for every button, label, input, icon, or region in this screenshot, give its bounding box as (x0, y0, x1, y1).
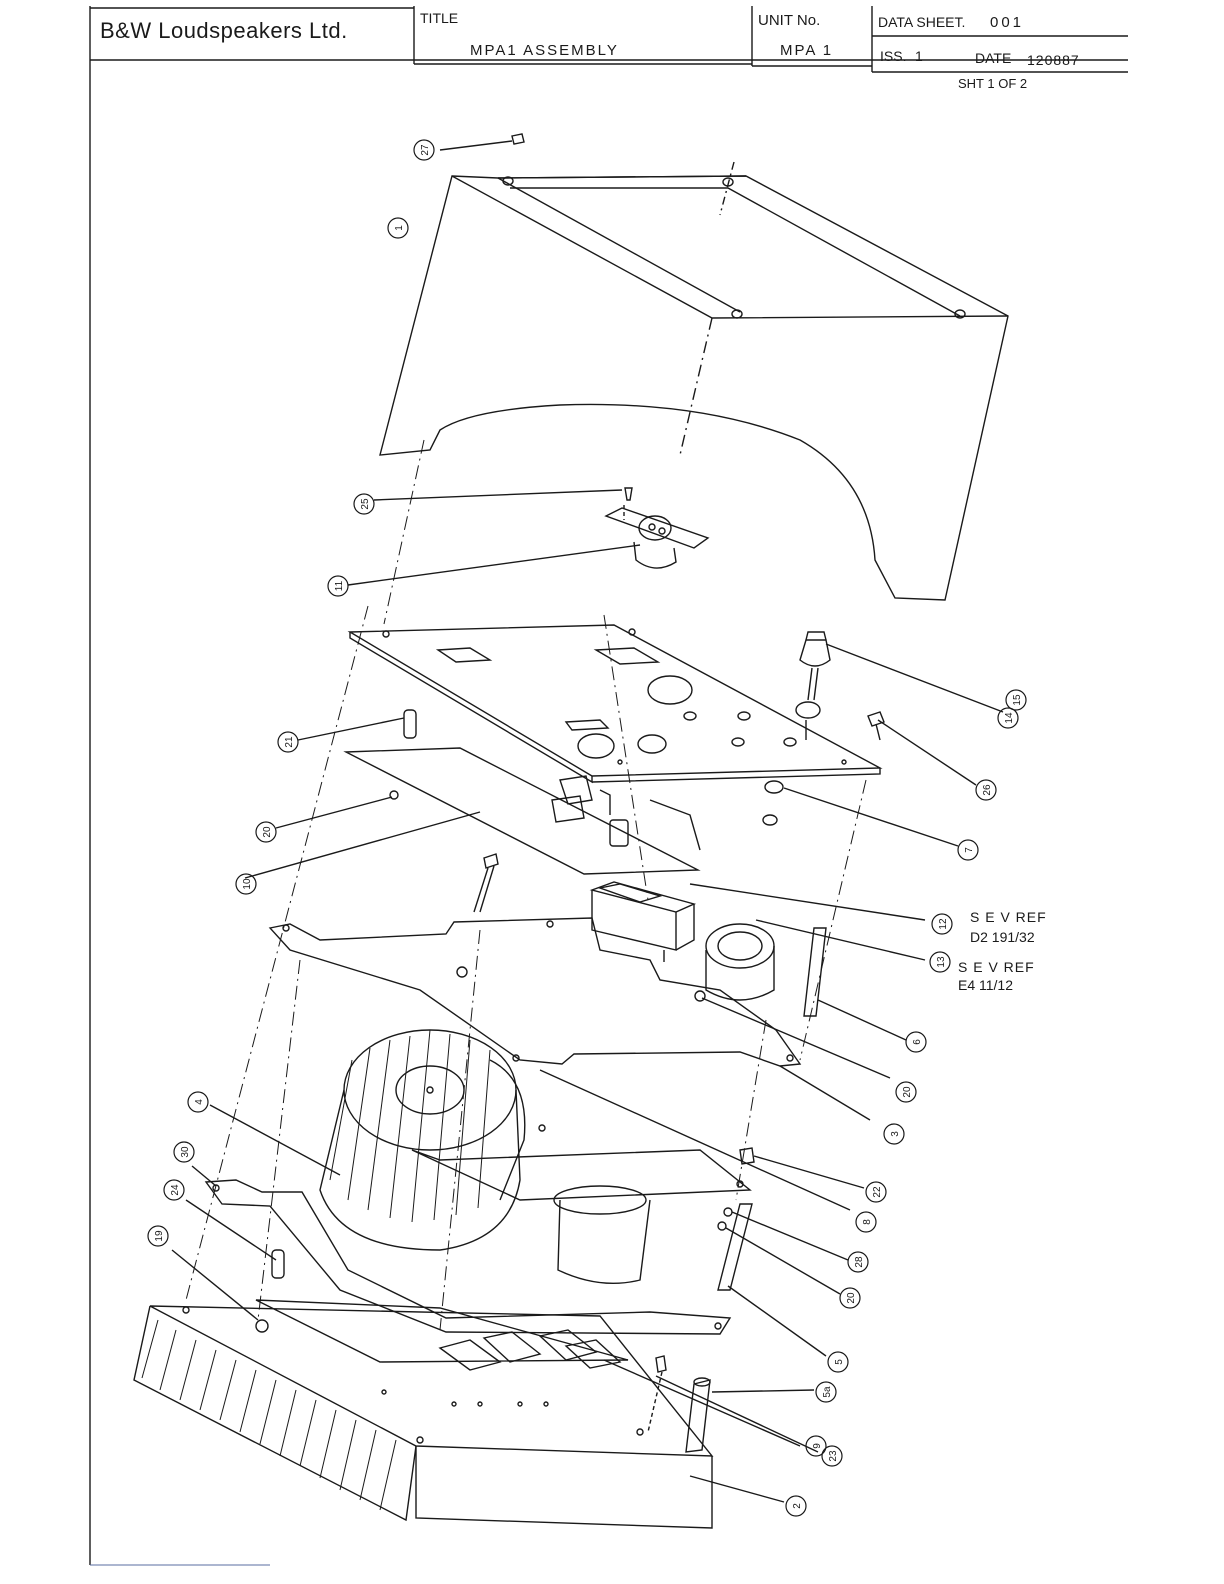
callout-12: 12 (938, 918, 949, 930)
connector-11 (348, 488, 708, 585)
callout-4: 4 (194, 1099, 205, 1105)
assembly-axes (186, 440, 866, 1330)
switch-13 (706, 920, 925, 1000)
callout-2: 2 (792, 1503, 803, 1509)
callout-9: 9 (812, 1443, 823, 1449)
callout-20a: 20 (262, 826, 273, 838)
screw-26 (868, 712, 976, 785)
sev-ref-1-code: D2 191/32 (970, 929, 1035, 945)
knob-14-15 (796, 632, 1003, 740)
callout-25: 25 (360, 498, 371, 510)
callout-1: 1 (394, 225, 405, 231)
callout-28: 28 (854, 1256, 865, 1268)
callout-13: 13 (936, 956, 947, 968)
bracket-8 (412, 1070, 850, 1283)
callout-24: 24 (170, 1184, 181, 1196)
parts-9-23 (604, 1356, 818, 1452)
callout-11: 11 (334, 580, 345, 591)
callout-7: 7 (964, 847, 975, 853)
sev-references: S E V REF D2 191/32 S E V REF E4 11/12 (958, 909, 1047, 993)
callout-14: 14 (1004, 712, 1015, 724)
sev-ref-2-label: S E V REF (958, 959, 1035, 975)
sev-ref-1-label: S E V REF (970, 909, 1047, 925)
callout-27: 27 (420, 144, 431, 156)
callout-3: 3 (890, 1131, 901, 1137)
screw-24 (186, 1200, 284, 1278)
callout-5: 5 (834, 1359, 845, 1365)
standoff-6 (804, 928, 906, 1040)
callout-23: 23 (828, 1450, 839, 1462)
chassis-plate-3 (270, 918, 890, 1120)
callout-10: 10 (242, 878, 253, 890)
callout-26: 26 (982, 784, 993, 796)
callout-19: 19 (154, 1230, 165, 1242)
callout-22: 22 (872, 1186, 883, 1198)
callout-balloons (148, 140, 1026, 1516)
callout-20c: 20 (846, 1292, 857, 1304)
callout-20b: 20 (902, 1086, 913, 1098)
sev-ref-2-code: E4 11/12 (958, 977, 1013, 993)
callout-30: 30 (180, 1146, 191, 1158)
callout-5a: 5a (822, 1386, 833, 1398)
callout-8: 8 (862, 1219, 873, 1225)
switch-12 (592, 882, 925, 962)
cover-part (380, 162, 1008, 600)
callout-21: 21 (284, 736, 295, 748)
callout-15: 15 (1012, 694, 1023, 706)
callout-6: 6 (912, 1039, 923, 1045)
spacer-19 (172, 1250, 268, 1332)
transformer-4 (210, 1030, 525, 1250)
long-screw (474, 854, 498, 912)
screw-27 (440, 134, 524, 150)
